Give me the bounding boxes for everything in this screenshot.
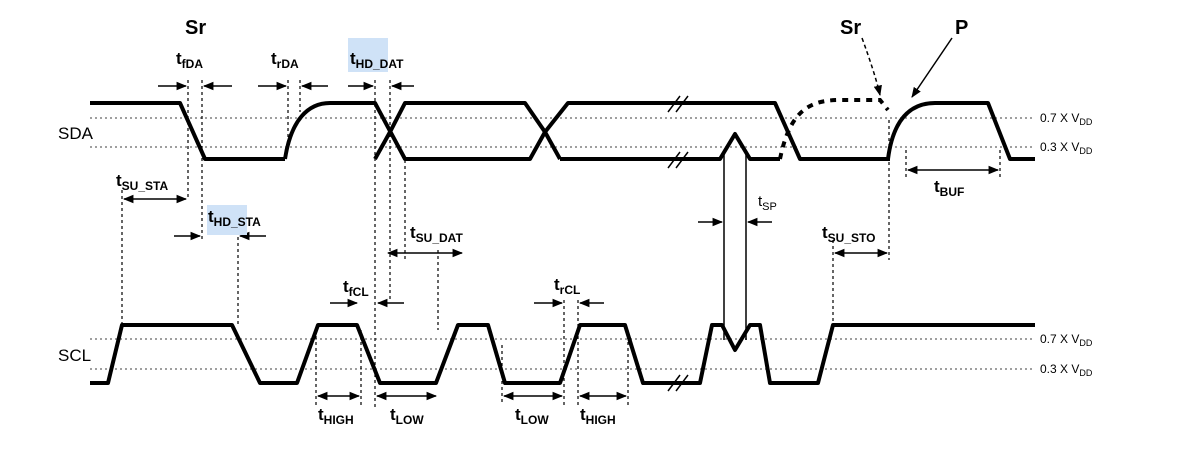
sda-stop-rise bbox=[886, 101, 1035, 161]
sda-rise-1 bbox=[283, 101, 890, 161]
scl-low-level-label: 0.3 X VDD bbox=[1040, 362, 1093, 378]
sda-break-mark-3 bbox=[667, 151, 681, 169]
level-labels: 0.7 X VDD 0.3 X VDD 0.7 X VDD 0.3 X VDD bbox=[1040, 111, 1093, 378]
sda-start-segment bbox=[90, 101, 285, 161]
scl-high-level-label: 0.7 X VDD bbox=[1040, 332, 1093, 348]
sda-break-mark-4 bbox=[675, 151, 689, 169]
scl-waveform bbox=[90, 323, 1035, 392]
label-t-high-2: tHIGH bbox=[580, 405, 616, 427]
label-t-low-1: tLOW bbox=[390, 405, 424, 427]
label-t-rda: trDA bbox=[271, 49, 299, 71]
label-t-high-1: tHIGH bbox=[318, 405, 354, 427]
label-t-su-sto: tSU_STO bbox=[822, 223, 875, 245]
label-t-rcl: trCL bbox=[554, 275, 580, 297]
sda-low-level-label: 0.3 X VDD bbox=[1040, 140, 1093, 156]
timing-arrows bbox=[122, 37, 1000, 401]
label-t-sp: tSP bbox=[758, 193, 777, 213]
label-t-hd-dat: tHD_DAT bbox=[350, 49, 404, 71]
marker-sr-right: Sr bbox=[840, 17, 861, 39]
scl-break-mark-2 bbox=[675, 374, 689, 392]
label-t-low-2: tLOW bbox=[515, 405, 549, 427]
marker-p: P bbox=[955, 17, 968, 39]
label-t-buf: tBUF bbox=[934, 177, 964, 199]
label-t-su-sta: tSU_STA bbox=[116, 171, 168, 193]
sda-signal-label: SDA bbox=[58, 124, 94, 143]
arrow-p-pointer bbox=[911, 37, 953, 98]
label-t-fda: tfDA bbox=[176, 49, 203, 71]
hd-sta-highlight bbox=[207, 205, 247, 235]
guide-lines bbox=[121, 80, 1001, 410]
sda-waveform bbox=[90, 95, 1035, 169]
marker-sr-left: Sr bbox=[185, 17, 206, 39]
label-t-hd-sta: tHD_STA bbox=[208, 207, 261, 229]
parameter-labels: tfDA trDA tHD_DAT tSU_STA tHD_STA tSU_DA… bbox=[116, 49, 964, 427]
reference-levels bbox=[90, 117, 1035, 370]
arrow-sr-right-pointer bbox=[861, 37, 882, 97]
sda-break-mark-1 bbox=[667, 95, 681, 113]
hd-dat-highlight bbox=[348, 38, 388, 72]
label-t-fcl: tfCL bbox=[343, 277, 369, 299]
sda-data-cross-a bbox=[373, 101, 562, 160]
label-t-su-dat: tSU_DAT bbox=[410, 223, 463, 245]
sda-break-mark-2 bbox=[675, 95, 689, 113]
scl-waveform-path bbox=[90, 323, 1035, 385]
sda-sr-dashed-rise bbox=[778, 98, 890, 160]
sda-high-level-label: 0.7 X VDD bbox=[1040, 111, 1093, 127]
scl-signal-label: SCL bbox=[58, 346, 91, 365]
scl-break-mark-1 bbox=[667, 374, 681, 392]
spike-channel bbox=[723, 150, 747, 340]
sda-low-run bbox=[560, 132, 780, 161]
